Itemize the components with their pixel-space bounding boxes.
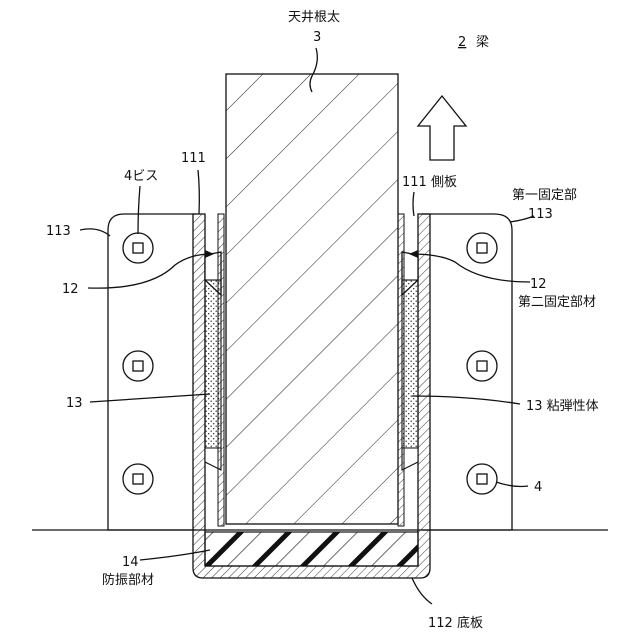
screw-icon bbox=[467, 351, 497, 381]
leader-side-plate-right bbox=[413, 192, 414, 216]
label-ceiling-joist-name: 天井根太 bbox=[288, 10, 340, 25]
screw-icon bbox=[467, 464, 497, 494]
inner-plate-left bbox=[218, 214, 224, 526]
label-ceiling-joist-num: 3 bbox=[313, 30, 321, 45]
leader-side-plate-left bbox=[198, 170, 199, 214]
ceiling-joist bbox=[226, 74, 398, 524]
label-anti-vib-num: 14 bbox=[122, 555, 139, 570]
screw-icon bbox=[123, 233, 153, 263]
up-arrow-icon bbox=[418, 96, 466, 160]
screw-icon bbox=[123, 464, 153, 494]
label-side-plate-right: 111 側板 bbox=[402, 175, 457, 190]
label-visco-right: 13 粘弾性体 bbox=[526, 399, 599, 414]
label-screw-left: 4ビス bbox=[124, 169, 158, 184]
label-screw-right: 4 bbox=[534, 480, 542, 495]
label-second-fix-right-name: 第二固定部材 bbox=[518, 295, 596, 310]
label-anti-vib-name: 防振部材 bbox=[102, 572, 154, 588]
label-first-fix-num-right: 113 bbox=[528, 207, 553, 222]
leader-screw-left bbox=[138, 186, 140, 234]
label-second-fix-right-num: 12 bbox=[530, 277, 547, 292]
label-beam-name: 梁 bbox=[476, 35, 489, 50]
screw-icon bbox=[467, 233, 497, 263]
anti-vibration-member bbox=[205, 532, 418, 566]
label-beam-num: 2 bbox=[458, 35, 466, 50]
label-visco-left: 13 bbox=[66, 396, 83, 411]
label-second-fix-left: 12 bbox=[62, 282, 79, 297]
label-bottom-plate: 112 底板 bbox=[428, 615, 483, 631]
screw-icon bbox=[123, 351, 153, 381]
leader-bottom-plate bbox=[412, 578, 432, 604]
leader-first-fix-left bbox=[80, 229, 110, 236]
label-side-plate-left: 111 bbox=[181, 151, 206, 166]
label-first-fix-num-left: 113 bbox=[46, 224, 71, 239]
inner-plate-right bbox=[398, 214, 404, 526]
label-first-fix-name: 第一固定部 bbox=[512, 188, 577, 203]
